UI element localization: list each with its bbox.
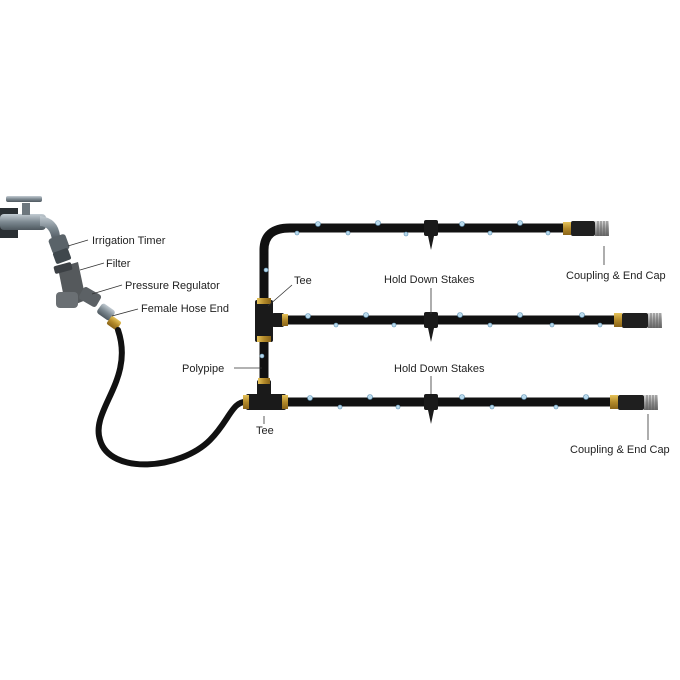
garden-tap-icon (0, 196, 60, 240)
label-coupling-end-cap-upper: Coupling & End Cap (566, 270, 666, 282)
coupling-end-cap (610, 395, 658, 410)
tee-fitting-lower (243, 378, 288, 410)
leader-lines (67, 239, 649, 440)
hold-down-stake (424, 220, 438, 250)
label-pressure-regulator: Pressure Regulator (125, 280, 220, 292)
label-hold-down-stakes-upper: Hold Down Stakes (384, 274, 475, 286)
label-female-hose-end: Female Hose End (141, 303, 229, 315)
label-filter: Filter (106, 258, 131, 270)
filter (53, 262, 86, 308)
coupling-end-cap (563, 221, 609, 236)
label-irrigation-timer: Irrigation Timer (92, 235, 166, 247)
tee-fitting-upper (255, 298, 288, 342)
irrigation-timer (48, 234, 72, 264)
polypipe (95, 223, 621, 468)
female-hose-end (97, 303, 121, 330)
label-hold-down-stakes-lower: Hold Down Stakes (394, 363, 485, 375)
hold-down-stake (424, 394, 438, 424)
hold-down-stake (424, 312, 438, 342)
label-tee-lower: Tee (256, 425, 274, 437)
coupling-end-cap (614, 313, 662, 328)
label-coupling-end-cap-lower: Coupling & End Cap (570, 444, 670, 456)
label-polypipe: Polypipe (182, 363, 224, 375)
water-droplet-icon (259, 220, 603, 410)
label-tee-upper: Tee (294, 275, 312, 287)
pressure-regulator (78, 287, 102, 307)
